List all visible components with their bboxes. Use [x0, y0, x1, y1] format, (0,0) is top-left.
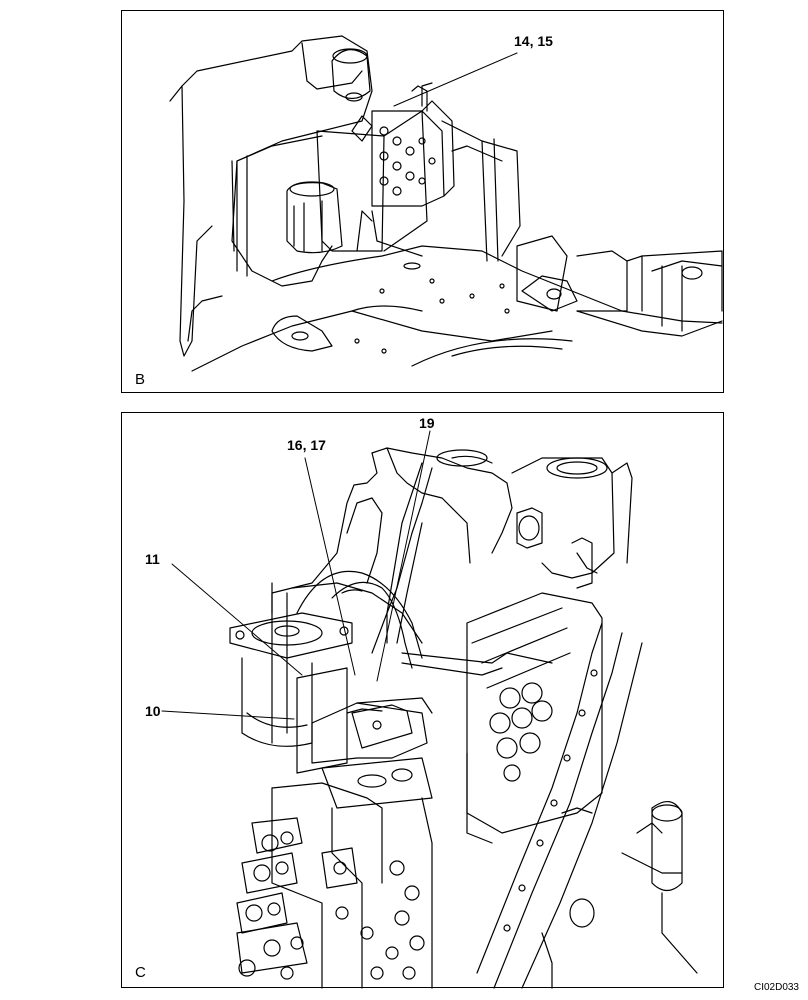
- callout-11: 11: [145, 551, 160, 567]
- callout-10: 10: [145, 703, 161, 719]
- panel-c-illustration: [161, 430, 698, 989]
- document-code: CI02D033: [753, 982, 799, 993]
- panel-c-drawing: 16, 17 19 11 10 C: [121, 412, 724, 989]
- callout-19: 19: [419, 415, 435, 431]
- callout-14-15: 14, 15: [514, 33, 553, 49]
- panel-b-illustration: [169, 35, 723, 372]
- panel-c-letter: C: [135, 964, 146, 981]
- panel-b-letter: B: [135, 371, 146, 388]
- panel-b-drawing: 14, 15 B: [121, 10, 724, 393]
- callout-16-17: 16, 17: [287, 437, 326, 453]
